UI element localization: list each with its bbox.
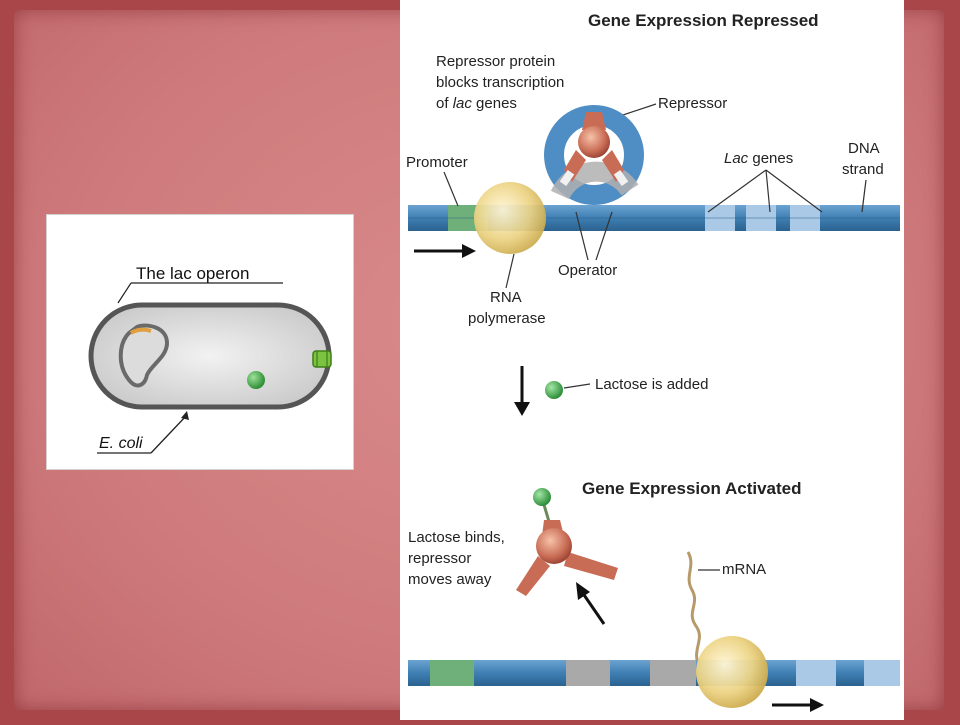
- ecoli-diagram: The lac operon E. coli: [88, 264, 332, 454]
- rna-polymerase: [474, 182, 546, 254]
- ecoli-figure-card: The lac operon E. coli: [46, 214, 354, 470]
- operator-label: Operator: [558, 262, 617, 279]
- lactose-binds-line1: Lactose binds,: [408, 529, 505, 546]
- lac-genes-label: Lac genes: [724, 150, 793, 167]
- repressor-label: Repressor: [658, 95, 727, 112]
- repressor-protein: [559, 112, 629, 187]
- operator-region-bottom: [566, 660, 610, 686]
- gene-expression-panel: Gene Expression Repressed Repressor prot…: [400, 0, 904, 720]
- repressor-note-line3: of lac genes: [436, 95, 517, 112]
- repressor-note-line2: blocks transcription: [436, 74, 564, 91]
- lactose-bound-repressor: [516, 488, 618, 596]
- repressed-title: Gene Expression Repressed: [588, 11, 819, 30]
- ecoli-pointer: [150, 414, 188, 454]
- promoter-region-bottom: [430, 660, 474, 686]
- lac-region-marker: [129, 327, 152, 335]
- lac-operon-title: The lac operon: [136, 264, 249, 283]
- lactose-icon: [545, 381, 563, 399]
- lac-operon-regulation-diagram: Gene Expression Repressed Repressor prot…: [406, 11, 900, 712]
- dna-label-line2: strand: [842, 161, 884, 178]
- mrna-strand: [686, 551, 702, 669]
- lactose-added-label: Lactose is added: [595, 376, 708, 393]
- lactose-binds-line3: moves away: [408, 571, 492, 588]
- lactose-molecule: [247, 371, 265, 389]
- mrna-label: mRNA: [722, 561, 766, 578]
- rna-pol-label-line2: polymerase: [468, 310, 546, 327]
- repressor-away-arrow: [580, 591, 606, 625]
- repressor-note-line1: Repressor protein: [436, 53, 555, 70]
- ecoli-label: E. coli: [99, 435, 143, 452]
- dna-label-line1: DNA: [848, 140, 880, 157]
- membrane-channel: [312, 350, 332, 368]
- promoter-label: Promoter: [406, 154, 468, 171]
- rna-pol-label-line1: RNA: [490, 289, 522, 306]
- title-leader: [117, 282, 132, 304]
- plasmid-loop: [118, 323, 170, 388]
- rna-polymerase-bottom: [696, 636, 768, 708]
- lactose-binds-line2: repressor: [408, 550, 471, 567]
- lactose-bound-icon: [533, 488, 551, 506]
- activated-title: Gene Expression Activated: [582, 479, 802, 498]
